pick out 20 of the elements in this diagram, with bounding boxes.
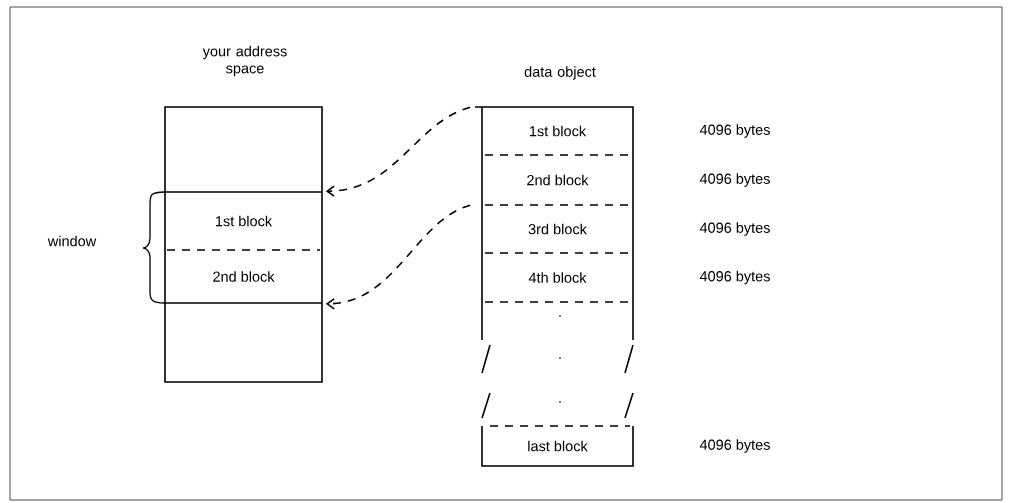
size-label: 4096 bytes bbox=[699, 124, 770, 138]
size-label: 4096 bytes bbox=[699, 222, 770, 236]
ellipsis-dot: . bbox=[559, 401, 561, 403]
window-label: window bbox=[47, 235, 97, 247]
ellipsis-dot: . bbox=[559, 357, 561, 359]
heading: data object bbox=[524, 66, 596, 80]
size-label: 4096 bytes bbox=[699, 439, 770, 453]
arrow bbox=[325, 106, 471, 197]
arrow bbox=[325, 204, 471, 310]
block-label: 1st block bbox=[530, 125, 587, 137]
ellipsis-dot: . bbox=[559, 315, 561, 317]
size-label: 4096 bytes bbox=[699, 173, 770, 187]
size-label: 4096 bytes bbox=[699, 270, 770, 285]
block-label: last block bbox=[528, 440, 588, 452]
heading: your address space bbox=[202, 45, 287, 77]
block-label: 2nd block bbox=[213, 271, 275, 282]
block-label: 1st block bbox=[216, 215, 273, 227]
block-label: 3rd block bbox=[528, 223, 587, 235]
block-label: 4th block bbox=[528, 272, 587, 283]
block-label: 2nd block bbox=[527, 174, 589, 186]
